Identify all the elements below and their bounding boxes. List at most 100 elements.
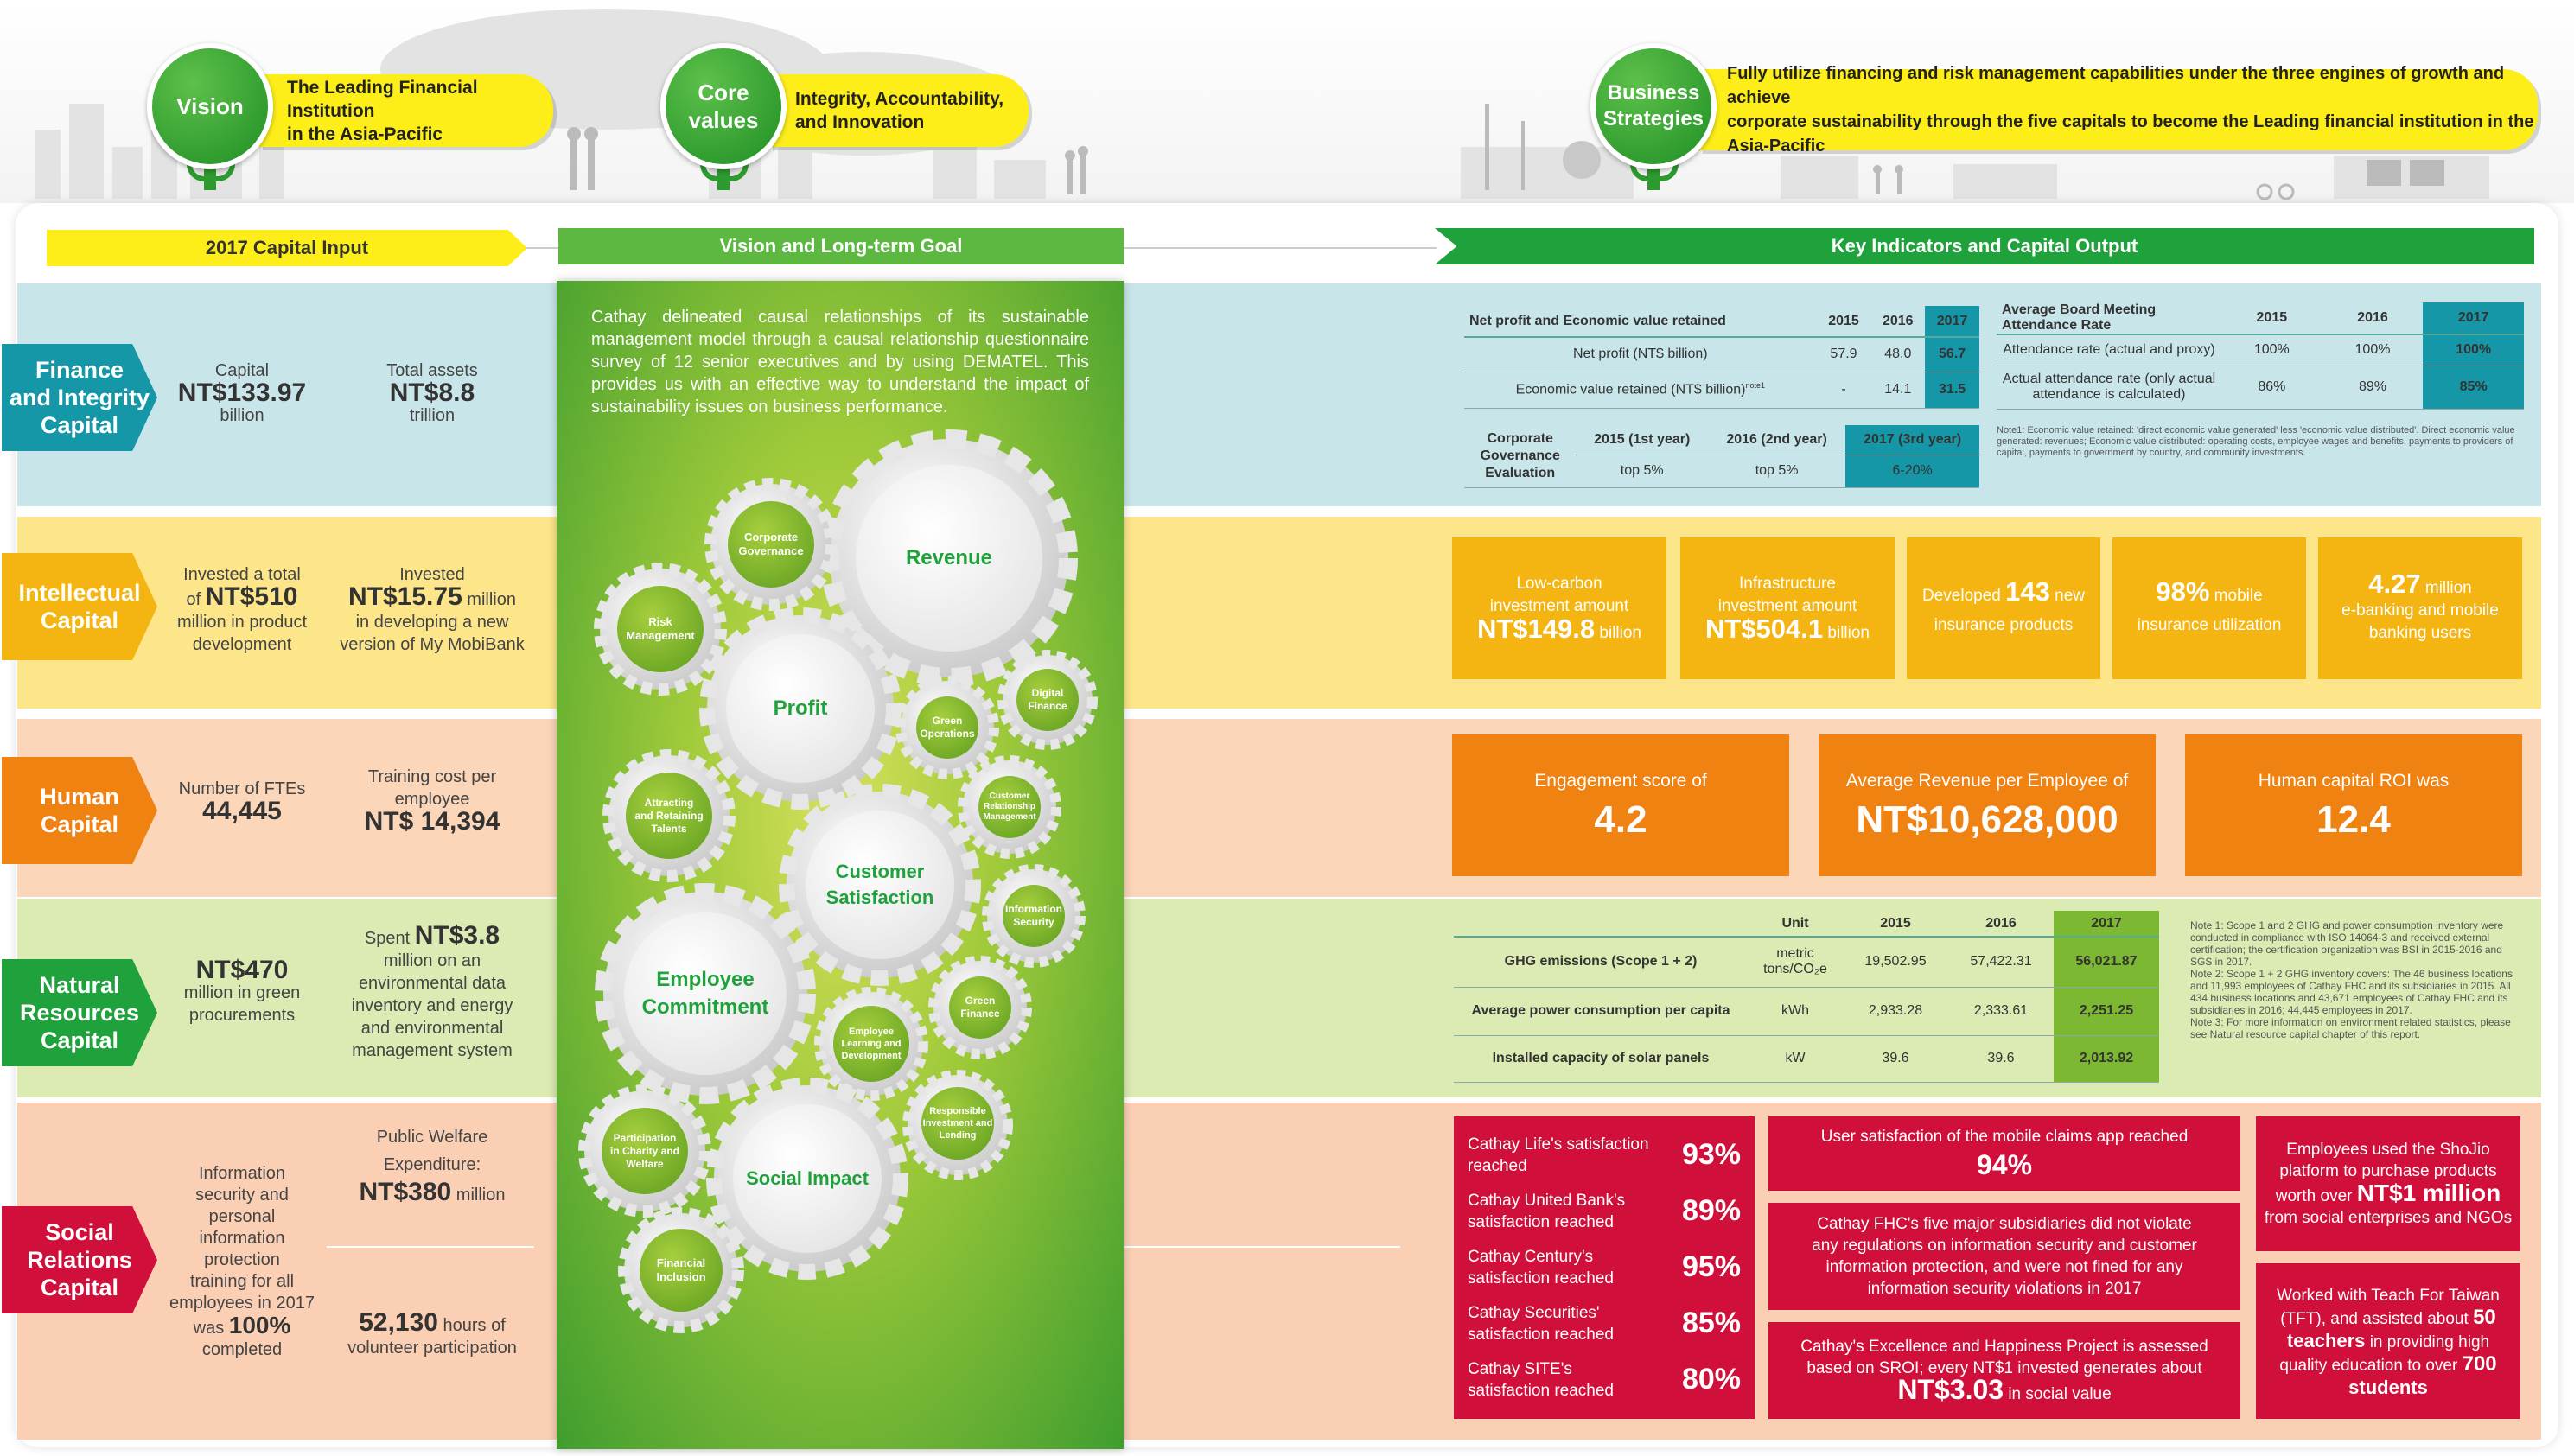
board-r0-2017: 100% [2423, 334, 2524, 366]
intel-b1-unit: billion [1595, 623, 1641, 642]
env-h2: 2015 [1880, 915, 1911, 931]
human-a-value: 44,445 [202, 797, 282, 825]
finance-table-h3: 2017 [1925, 306, 1979, 337]
engagement-score-box: Engagement score of 4.2 [1452, 734, 1789, 876]
sat-2-label-1: Cathay Century's [1468, 1247, 1594, 1266]
new-products-box: Developed 143 new insurance products [1907, 537, 2100, 679]
board-r0-2016: 100% [2354, 342, 2391, 358]
social-a-2: security and [195, 1186, 289, 1205]
sroi-box: Cathay's Excellence and Happiness Projec… [1768, 1322, 2240, 1419]
env-r2-2015: 39.6 [1882, 1051, 1909, 1065]
intel-b4-unit: mobile [2209, 586, 2263, 605]
human-b1-1: Engagement score of [1534, 771, 1707, 791]
sat-1-value: 89% [1681, 1194, 1741, 1227]
natural-procurement-input: NT$470 million in green procurements [164, 957, 320, 1027]
output-header: Key Indicators and Capital Output [1435, 228, 2534, 264]
shojio-box: Employees used the ShoJio platform to pu… [2256, 1116, 2520, 1251]
social-tft-4-pre: quality education to over [2279, 1356, 2463, 1375]
gear-digital-1: Digital [1031, 687, 1064, 699]
social-a-8-pre: was [193, 1319, 229, 1338]
intellectual-a-4: development [192, 635, 292, 654]
social-tft-val2: teachers [2286, 1329, 2366, 1351]
env-r1-unit: kWh [1781, 1003, 1809, 1018]
vision-label: Vision [176, 92, 244, 119]
intellectual-b-1: Invested [399, 565, 465, 584]
social-tft-3: in providing high [2365, 1332, 2490, 1351]
finance-table-note-sup: note1 [1745, 381, 1766, 391]
gear-risk-2: Management [626, 629, 695, 642]
revenue-per-employee-box: Average Revenue per Employee of NT$10,62… [1819, 734, 2156, 876]
intellectual-label-1: Intellectual [18, 580, 141, 606]
gear-infosec-2: Security [1013, 916, 1054, 928]
gear-charity-1: Participation [613, 1131, 677, 1144]
env-h1: Unit [1781, 915, 1809, 931]
human-fte-input: Number of FTEs 44,445 [164, 778, 320, 825]
finance-table-h0: Net profit and Economic value retained [1469, 313, 1726, 328]
env-r2-2016: 39.6 [1987, 1051, 2015, 1065]
gear-emplearn-3: Development [841, 1051, 902, 1061]
env-r2-2017: 2,013.92 [2054, 1035, 2159, 1082]
vision-text-1: The Leading Financial Institution [287, 77, 478, 121]
social-reg-2: any regulations on information security … [1812, 1237, 2197, 1255]
gear-respinv-1: Responsible [929, 1106, 986, 1116]
gear-socialimpact-label: Social Impact [746, 1167, 869, 1189]
gear-attract-2: and Retaining [634, 809, 704, 822]
social-shojio-pre: worth over [2275, 1187, 2357, 1205]
natural-label-2: Resources [19, 1000, 140, 1026]
natural-b-4: inventory and energy [351, 996, 513, 1015]
env-r2-label: Installed capacity of solar panels [1492, 1051, 1710, 1065]
input-to-vision-line [526, 247, 560, 249]
human-b2-1: Average Revenue per Employee of [1845, 771, 2129, 791]
intellectual-product-input: Invested a total of NT$510 million in pr… [164, 563, 320, 656]
intel-b1-value: NT$149.8 [1476, 613, 1596, 644]
finance-assets-input: Total assets NT$8.8 trillion [354, 359, 510, 427]
gear-revenue: Revenue [856, 465, 1042, 652]
sat-0-label-1: Cathay Life's satisfaction [1468, 1135, 1649, 1154]
social-reg-3: information protection, and were not fin… [1825, 1258, 2183, 1276]
board-h0: Average Board Meeting Attendance Rate [2002, 302, 2157, 333]
human-b3-value: 12.4 [2316, 798, 2391, 841]
core-label-1: Core [698, 79, 749, 105]
intel-b1-2: investment amount [1489, 596, 1629, 615]
env-r1-label: Average power consumption per capita [1471, 1003, 1730, 1018]
social-label-2: Relations [27, 1247, 132, 1273]
finance-label-2: and Integrity [9, 385, 150, 410]
social-shojio-3: from social enterprises and NGOs [2264, 1209, 2513, 1227]
env-r2-unit: kW [1785, 1051, 1806, 1065]
intel-b2-2: investment amount [1717, 596, 1857, 615]
board-r0-label: Attendance rate (actual and proxy) [2003, 342, 2215, 358]
social-tft-val4: students [2348, 1376, 2428, 1398]
board-attendance-table: Average Board Meeting Attendance Rate 20… [1997, 302, 2524, 410]
input-header: 2017 Capital Input [47, 230, 527, 266]
social-output-divider [1124, 1246, 1400, 1248]
social-volunteer-input: 52,130 hours of volunteer participation [328, 1310, 536, 1359]
finance-table-r1-2016: 14.1 [1884, 382, 1912, 397]
board-h2: 2016 [2357, 310, 2388, 325]
sat-3-label-1: Cathay Securities' [1468, 1303, 1600, 1322]
sat-2-label-2: satisfaction reached [1468, 1268, 1614, 1288]
human-b-1: Training cost per [367, 767, 497, 786]
intel-b5-2: e-banking and mobile [2341, 601, 2499, 620]
gear-charity-3: Welfare [626, 1157, 664, 1170]
social-b-unit: million [451, 1186, 506, 1205]
intel-b2-1: Infrastructure [1739, 574, 1836, 593]
natural-label-3: Capital [40, 1027, 118, 1053]
social-tft-2-pre: (TFT), and assisted about [2280, 1309, 2474, 1328]
env-r0-2015: 19,502.95 [1864, 954, 1927, 970]
finance-b-top: Total assets [386, 361, 478, 380]
finance-band [17, 283, 2541, 506]
finance-table: Net profit and Economic value retained 2… [1464, 306, 1979, 409]
low-carbon-investment-box: Low-carbon investment amount NT$149.8 bi… [1452, 537, 1666, 679]
social-b-1: Public Welfare [376, 1128, 488, 1147]
env-r0-unit: metric tons/CO₂e [1763, 946, 1827, 977]
human-label-1: Human [40, 784, 119, 810]
gear-corpgov-2: Governance [738, 544, 804, 557]
